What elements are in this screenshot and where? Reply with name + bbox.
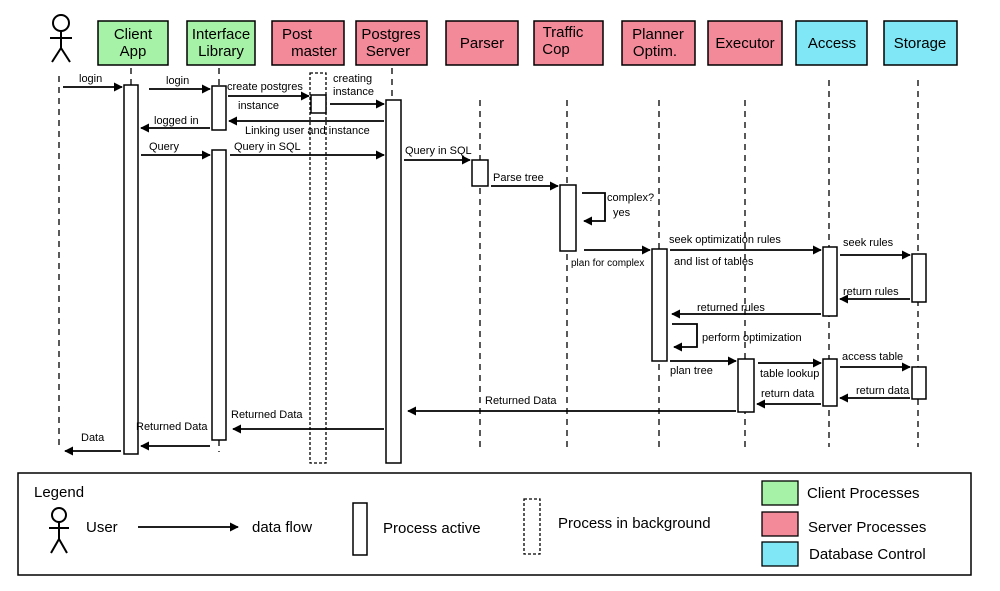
label-create-postgres: create postgres <box>227 81 303 93</box>
participant-postgres-server-line2: Server <box>366 43 410 60</box>
label-linking-user: Linking user and instance <box>245 125 370 137</box>
label-instance-2: instance <box>333 86 374 98</box>
arrow-perform-optimization <box>672 323 698 352</box>
participant-parser-label: Parser <box>460 35 504 52</box>
activation-access-rules <box>822 246 838 317</box>
label-return-data-storage: return data <box>856 385 910 397</box>
activation-planner-optim <box>651 248 668 362</box>
legend-client-processes-label: Client Processes <box>807 485 920 502</box>
legend-database-swatch <box>761 541 799 567</box>
label-instance-1: instance <box>238 100 279 112</box>
participant-planner-optim: Planner Optim. <box>621 20 696 66</box>
activation-storage-table <box>911 366 927 400</box>
participant-traffic-cop: Traffic Cop <box>533 20 604 66</box>
label-creating: creating <box>333 73 372 85</box>
participant-storage: Storage <box>883 20 958 66</box>
label-returned-rules: returned rules <box>697 302 765 314</box>
label-query-in-sql-2: Query in SQL <box>405 145 472 157</box>
activation-parser <box>471 159 489 187</box>
legend-user-label: User <box>86 519 118 536</box>
label-access-table: access table <box>842 351 903 363</box>
participant-executor: Executor <box>707 20 783 66</box>
activation-interface-library-login <box>211 85 227 131</box>
participant-postmaster-line1: Post <box>282 26 313 43</box>
activation-client-app <box>123 84 139 455</box>
participant-traffic-cop-line2: Cop <box>542 41 570 58</box>
legend-process-background-label: Process in background <box>558 515 711 532</box>
activation-interface-library-query <box>211 149 227 441</box>
activation-access-table <box>822 358 838 407</box>
legend-server-swatch <box>761 511 799 537</box>
participant-interface-library-line1: Interface <box>192 26 250 43</box>
label-data: Data <box>81 432 105 444</box>
label-return-rules: return rules <box>843 286 899 298</box>
label-returned-data-server: Returned Data <box>231 409 303 421</box>
label-parse-tree: Parse tree <box>493 172 544 184</box>
label-login-2: login <box>166 75 189 87</box>
label-seek-rules: seek rules <box>843 237 894 249</box>
legend-data-flow-label: data flow <box>252 519 312 536</box>
label-complex: complex? <box>607 192 654 204</box>
message-arrows <box>63 82 911 456</box>
participant-interface-library: Interface Library <box>186 20 256 66</box>
activation-postmaster <box>310 94 327 114</box>
legend-process-active-label: Process active <box>383 520 481 537</box>
participant-postgres-server-line1: Postgres <box>361 26 420 43</box>
label-query: Query <box>149 141 179 153</box>
participant-postgres-server: Postgres Server <box>355 20 428 66</box>
label-table-lookup: table lookup <box>760 368 819 380</box>
participant-planner-optim-line1: Planner <box>632 26 684 43</box>
label-returned-data-library: Returned Data <box>136 421 208 433</box>
label-perform-optimization: perform optimization <box>702 332 802 344</box>
label-returned-data-executor: Returned Data <box>485 395 557 407</box>
legend-box <box>17 472 972 576</box>
label-return-data-access: return data <box>761 388 815 400</box>
label-query-in-sql-1: Query in SQL <box>234 141 301 153</box>
label-logged-in: logged in <box>154 115 199 127</box>
participant-access: Access <box>795 20 868 66</box>
arrow-complex-self <box>582 192 606 226</box>
activation-traffic-cop <box>559 184 577 252</box>
participant-postmaster-line2: master <box>291 43 337 60</box>
legend-title: Legend <box>34 484 84 501</box>
participant-client-app-line2: App <box>120 43 147 60</box>
participant-planner-optim-line2: Optim. <box>633 43 677 60</box>
message-labels: login login create postgres instance cre… <box>79 73 910 444</box>
postmaster-background-process <box>309 72 327 464</box>
label-plan-for-complex: plan for complex <box>571 258 644 269</box>
activation-bars <box>123 84 927 464</box>
participant-traffic-cop-line1: Traffic <box>543 24 584 41</box>
legend: Legend User data flow Process active Pro… <box>17 472 972 576</box>
activation-storage-rules <box>911 253 927 303</box>
legend-database-control-label: Database Control <box>809 546 926 563</box>
label-yes: yes <box>613 207 631 219</box>
participant-parser: Parser <box>445 20 519 66</box>
participant-interface-library-line2: Library <box>198 43 244 60</box>
activation-postgres-server <box>385 99 402 464</box>
participant-client-app-line1: Client <box>114 26 153 43</box>
legend-process-active-icon <box>352 502 368 556</box>
legend-process-background-icon <box>523 498 541 555</box>
participant-storage-label: Storage <box>894 35 947 52</box>
legend-user-icon <box>49 507 69 554</box>
label-seek-optimization-rules: seek optimization rules <box>669 234 781 246</box>
activation-executor <box>737 358 755 413</box>
user-actor-icon <box>50 14 72 63</box>
participant-postmaster: Post master <box>271 20 345 66</box>
label-login-1: login <box>79 73 102 85</box>
legend-client-swatch <box>761 480 799 506</box>
participant-client-app: Client App <box>97 20 169 66</box>
legend-server-processes-label: Server Processes <box>808 519 926 536</box>
label-plan-tree: plan tree <box>670 365 713 377</box>
participant-access-label: Access <box>808 35 856 52</box>
participant-executor-label: Executor <box>715 35 774 52</box>
label-list-of-tables: and list of tables <box>674 256 754 268</box>
